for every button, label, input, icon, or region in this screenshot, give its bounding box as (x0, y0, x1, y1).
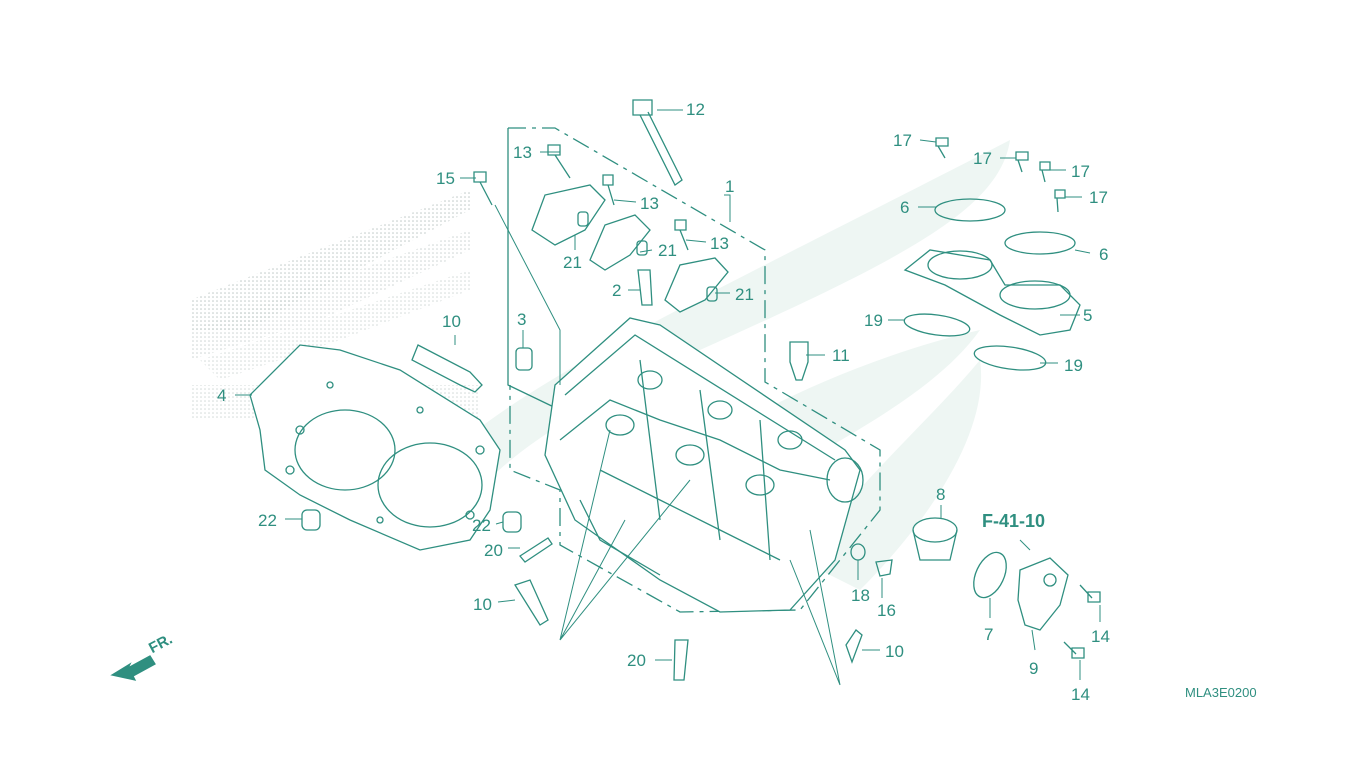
bolt (1015, 151, 1029, 173)
dowel-pin (301, 509, 321, 531)
hose-clamp (1004, 231, 1076, 255)
cam-holder (589, 214, 651, 271)
dowel-pin (706, 286, 718, 302)
callout-18: 18 (851, 586, 870, 605)
drain-plug (875, 559, 893, 577)
callout-2: 2 (612, 281, 622, 300)
callout-16: 16 (877, 601, 896, 620)
bolt (674, 219, 689, 251)
hose-clamp (934, 198, 1006, 222)
long-bolt (632, 99, 683, 186)
o-ring (973, 345, 1047, 371)
head-gasket (249, 344, 501, 551)
callout-20: 20 (484, 541, 503, 560)
stud-bolt (519, 537, 553, 563)
bolt (1054, 189, 1066, 213)
dotted-wing-pattern (190, 190, 480, 418)
bolt (1039, 161, 1051, 183)
callout-13: 13 (513, 143, 532, 162)
callout-21: 21 (658, 241, 677, 260)
callout-19: 19 (1064, 356, 1083, 375)
insulator-assembly (903, 249, 1081, 336)
cylinder-head (544, 317, 864, 613)
temperature-sensor (789, 341, 809, 381)
dowel-pin (502, 511, 522, 533)
o-ring (973, 551, 1007, 599)
leader-lines (235, 109, 1101, 686)
callout-21: 21 (735, 285, 754, 304)
callout-10: 10 (885, 642, 904, 661)
callout-17: 17 (893, 131, 912, 150)
callout-6: 6 (900, 198, 910, 217)
callout-12: 12 (686, 100, 705, 119)
cam-holder (664, 257, 729, 313)
callout-14: 14 (1091, 627, 1110, 646)
assembly-outline (508, 127, 881, 613)
stud (637, 269, 653, 306)
callout-9: 9 (1029, 659, 1039, 678)
bolt (473, 171, 493, 206)
callout-15: 15 (436, 169, 455, 188)
spark-plug (514, 579, 549, 626)
stud-bolt (673, 639, 689, 681)
callout-14: 14 (1071, 685, 1090, 704)
callout-13: 13 (640, 194, 659, 213)
callout-11: 11 (832, 346, 850, 365)
spark-plug (411, 344, 483, 393)
callout-10: 10 (473, 595, 492, 614)
bolt (1063, 641, 1085, 659)
callout-1: 1 (725, 177, 735, 196)
bolt (547, 144, 571, 179)
diagram-code: MLA3E0200 (1185, 685, 1257, 700)
callout-17: 17 (973, 149, 992, 168)
reference-label: F-41-10 (982, 511, 1046, 531)
callout-22: 22 (258, 511, 277, 530)
callout-5: 5 (1083, 306, 1093, 325)
thermostat (912, 517, 958, 561)
dowel-pin (636, 240, 648, 256)
callout-17: 17 (1089, 188, 1108, 207)
callout-19: 19 (864, 311, 883, 330)
callout-7: 7 (984, 625, 994, 644)
o-ring (903, 313, 971, 337)
front-direction-arrow (110, 655, 156, 681)
callout-13: 13 (710, 234, 729, 253)
bolt (1079, 584, 1101, 603)
callout-17: 17 (1071, 162, 1090, 181)
callout-6: 6 (1099, 245, 1109, 264)
bolt (602, 174, 615, 206)
callout-4: 4 (217, 386, 227, 405)
callout-20: 20 (627, 651, 646, 670)
callout-3: 3 (517, 310, 527, 329)
callout-21: 21 (563, 253, 582, 272)
callout-8: 8 (936, 485, 946, 504)
leader-line (507, 128, 561, 411)
spark-plug (845, 629, 863, 664)
dowel-pin (515, 347, 533, 371)
bolt (935, 137, 949, 159)
water-outlet (1017, 557, 1069, 631)
callout-10: 10 (442, 312, 461, 331)
dowel-pin (577, 211, 589, 227)
callout-22: 22 (472, 516, 491, 535)
cam-holder (531, 184, 606, 246)
